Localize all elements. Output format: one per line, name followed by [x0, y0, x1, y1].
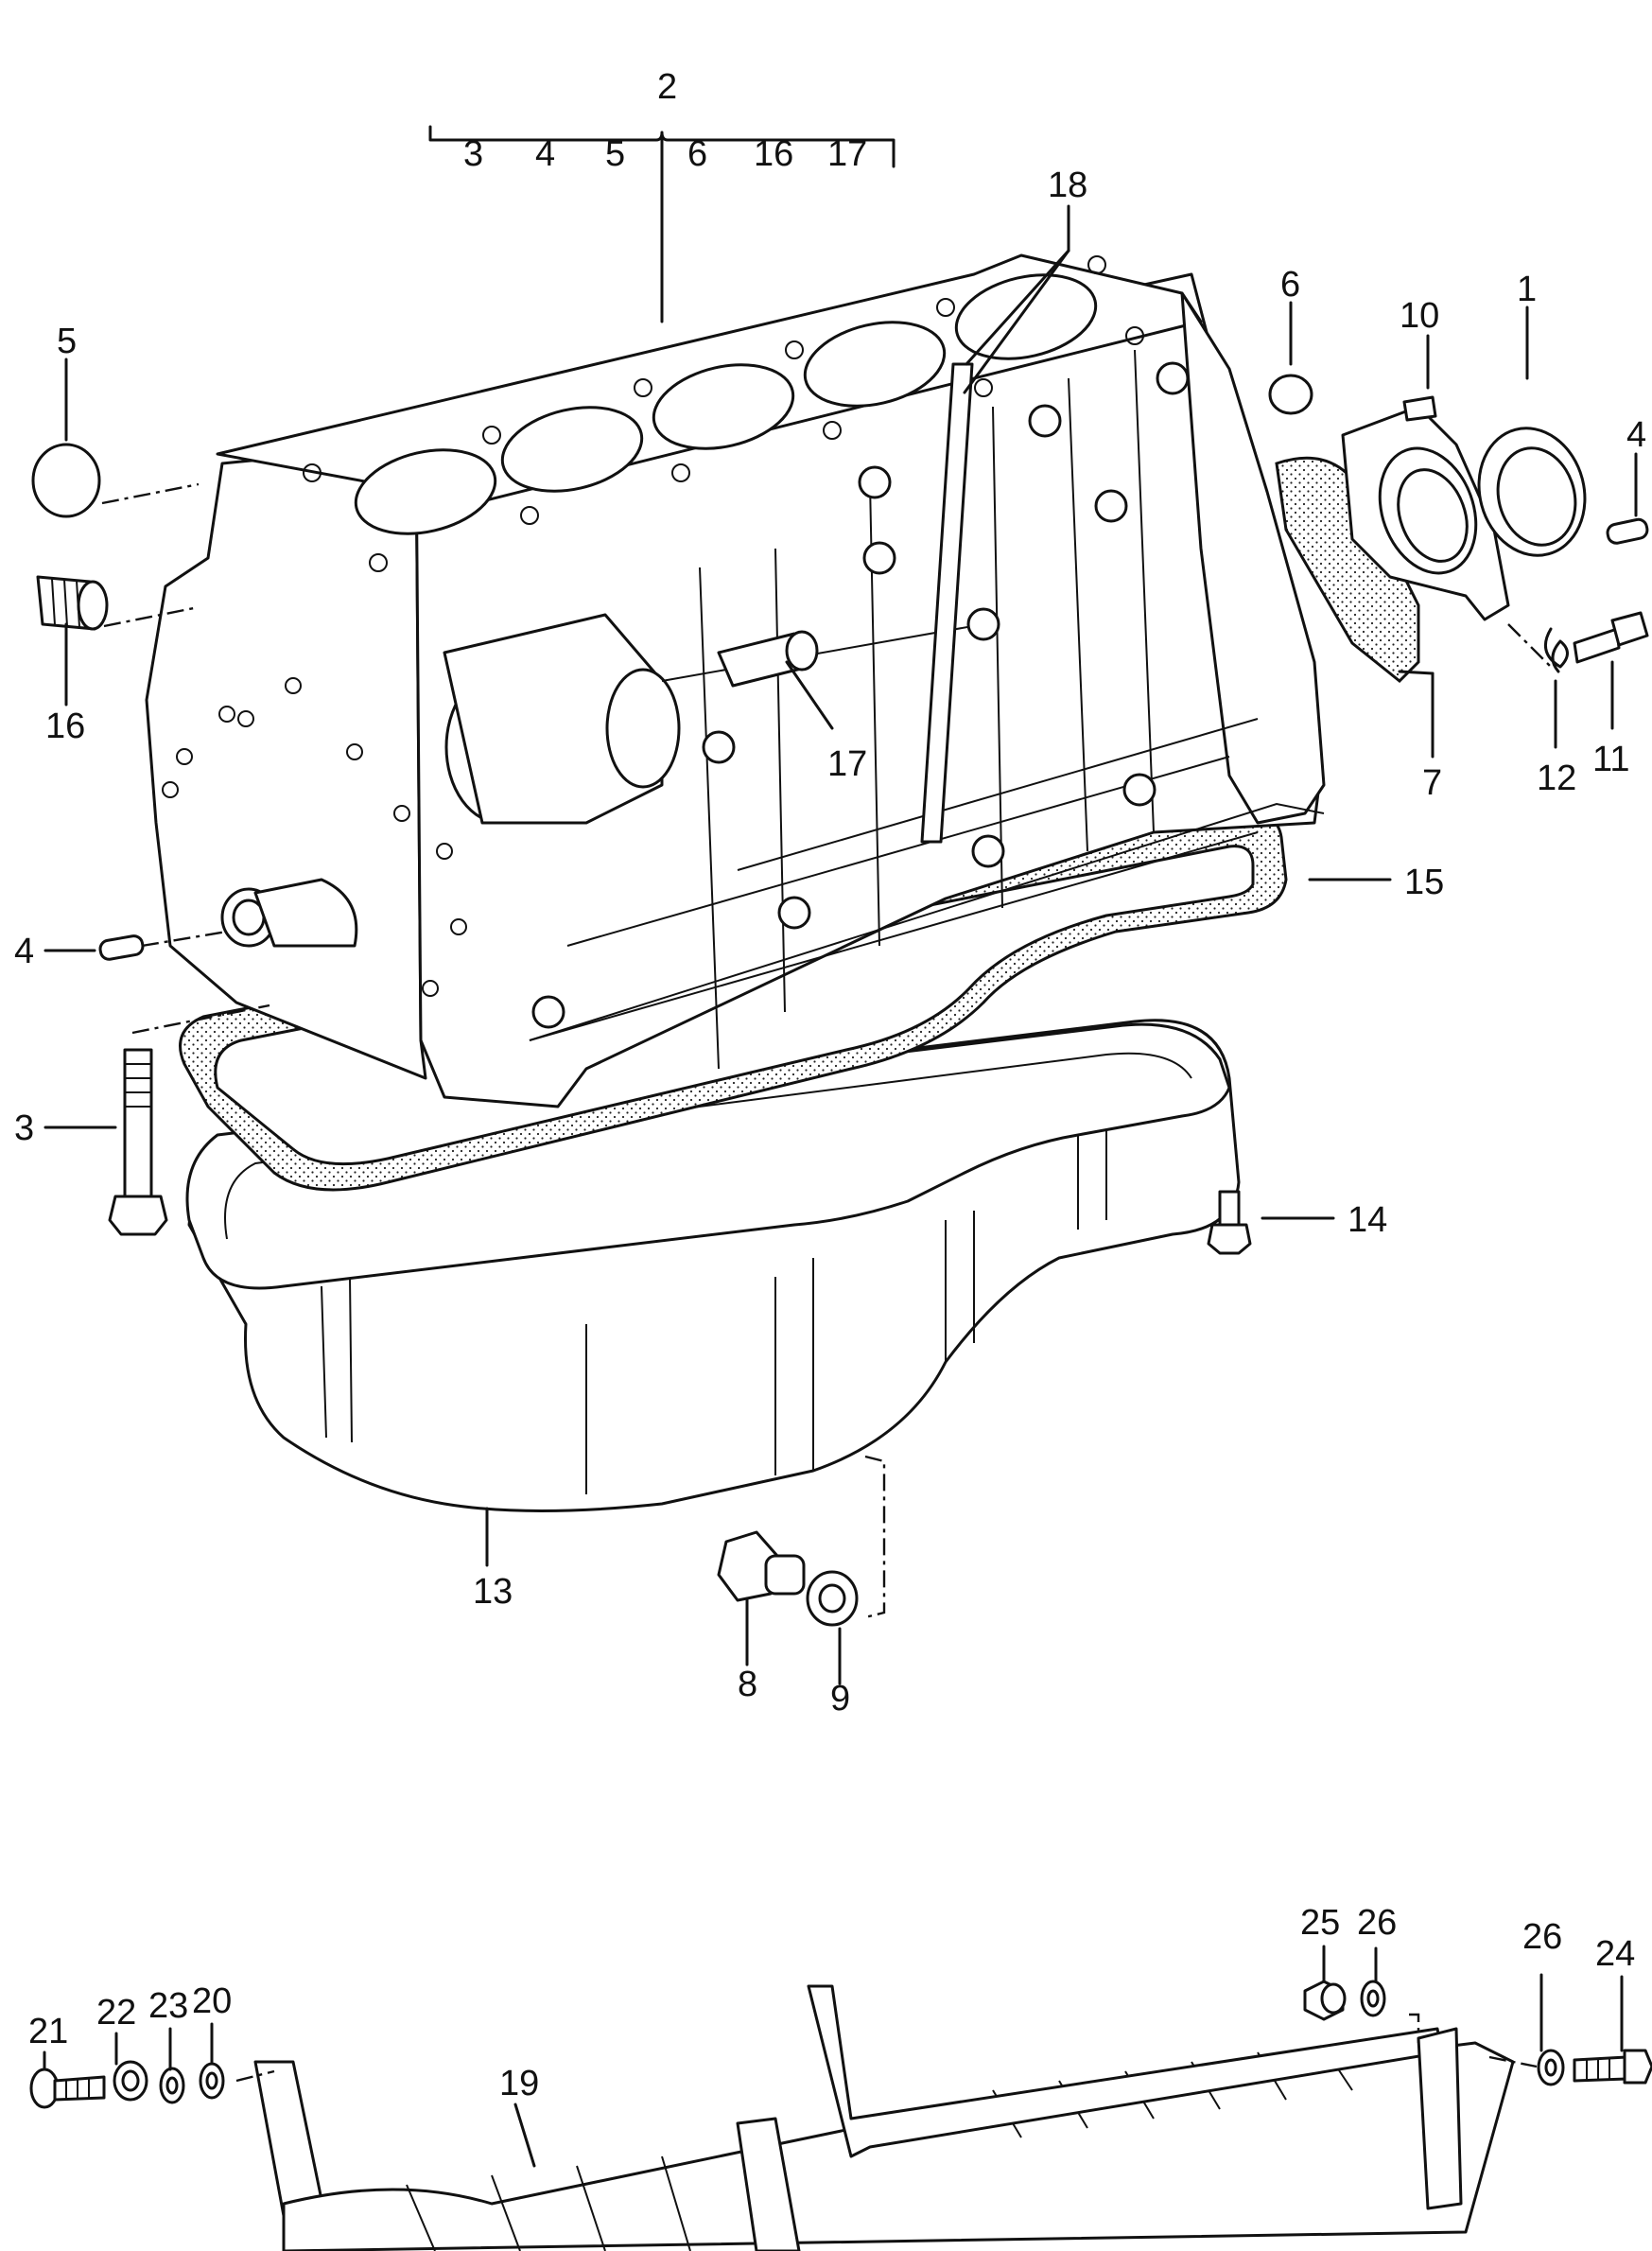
callout-15: 15 [1404, 863, 1444, 902]
callouts: 1 3 4 4 5 6 7 8 9 10 11 12 13 14 15 16 1… [14, 166, 1646, 2103]
engine-block [145, 253, 1326, 1108]
callout-22: 22 [96, 1993, 136, 2033]
callout-21: 21 [28, 2012, 68, 2051]
plug-5 [31, 443, 101, 518]
group-items: 3 4 5 6 16 17 [463, 134, 867, 174]
washer-20 [199, 2062, 225, 2100]
leader-lines [43, 204, 1638, 2168]
bolt-21 [29, 2068, 106, 2109]
callout-10: 10 [1400, 296, 1439, 336]
callout-16: 16 [45, 707, 85, 746]
pin-17 [717, 630, 819, 688]
group-item: 17 [827, 134, 867, 174]
callout-25: 25 [1300, 1903, 1340, 1943]
dowel-pin-left [98, 934, 145, 961]
callout-19: 19 [499, 2064, 539, 2103]
callout-12: 12 [1537, 759, 1576, 798]
callout-7: 7 [1422, 763, 1442, 803]
skid-plate [253, 1984, 1515, 2251]
bolt-24 [1573, 2049, 1652, 2085]
washer-26-right [1537, 2049, 1565, 2086]
group-label: 2 [657, 67, 677, 107]
group-item: 4 [535, 134, 555, 174]
callout-4-right: 4 [1626, 415, 1646, 455]
crankshaft-seal [1477, 427, 1587, 557]
callout-20: 20 [192, 1981, 232, 2021]
plug-6 [1268, 374, 1313, 415]
callout-11: 11 [1592, 740, 1629, 779]
lock-washer-22 [113, 2060, 148, 2102]
group-item: 16 [754, 134, 793, 174]
callout-14: 14 [1348, 1200, 1387, 1240]
nut-25 [1303, 1980, 1347, 2021]
callout-8: 8 [738, 1665, 757, 1704]
drain-plug-8 [717, 1530, 806, 1602]
callout-9: 9 [830, 1679, 850, 1719]
callout-4-left: 4 [14, 932, 34, 971]
rear-seal-flange [1275, 395, 1510, 684]
group-bracket [428, 125, 896, 323]
sleeve-16 [36, 575, 109, 631]
dowel-pin-right [1606, 517, 1649, 545]
bolt-14 [1207, 1190, 1252, 1255]
group-item: 3 [463, 134, 483, 174]
callout-13: 13 [473, 1572, 513, 1612]
callout-26-left: 26 [1357, 1903, 1397, 1943]
callout-26-right: 26 [1522, 1917, 1562, 1957]
callout-3: 3 [14, 1108, 34, 1148]
bolt-3 [108, 1048, 168, 1236]
bolt-11 [1573, 611, 1649, 664]
callout-6: 6 [1280, 265, 1300, 305]
group-item: 6 [687, 134, 707, 174]
clip-12 [1543, 627, 1569, 673]
callout-5: 5 [57, 322, 77, 361]
callout-18: 18 [1048, 166, 1087, 205]
washer-9 [806, 1570, 859, 1627]
callout-24: 24 [1595, 1934, 1635, 1974]
pan-flange [185, 1022, 1231, 1290]
washer-26-left [1360, 1980, 1386, 2017]
washer-23 [159, 2067, 185, 2104]
group-item: 5 [605, 134, 625, 174]
callout-1: 1 [1517, 270, 1537, 309]
callout-17: 17 [827, 744, 867, 784]
callout-23: 23 [148, 1986, 188, 2026]
